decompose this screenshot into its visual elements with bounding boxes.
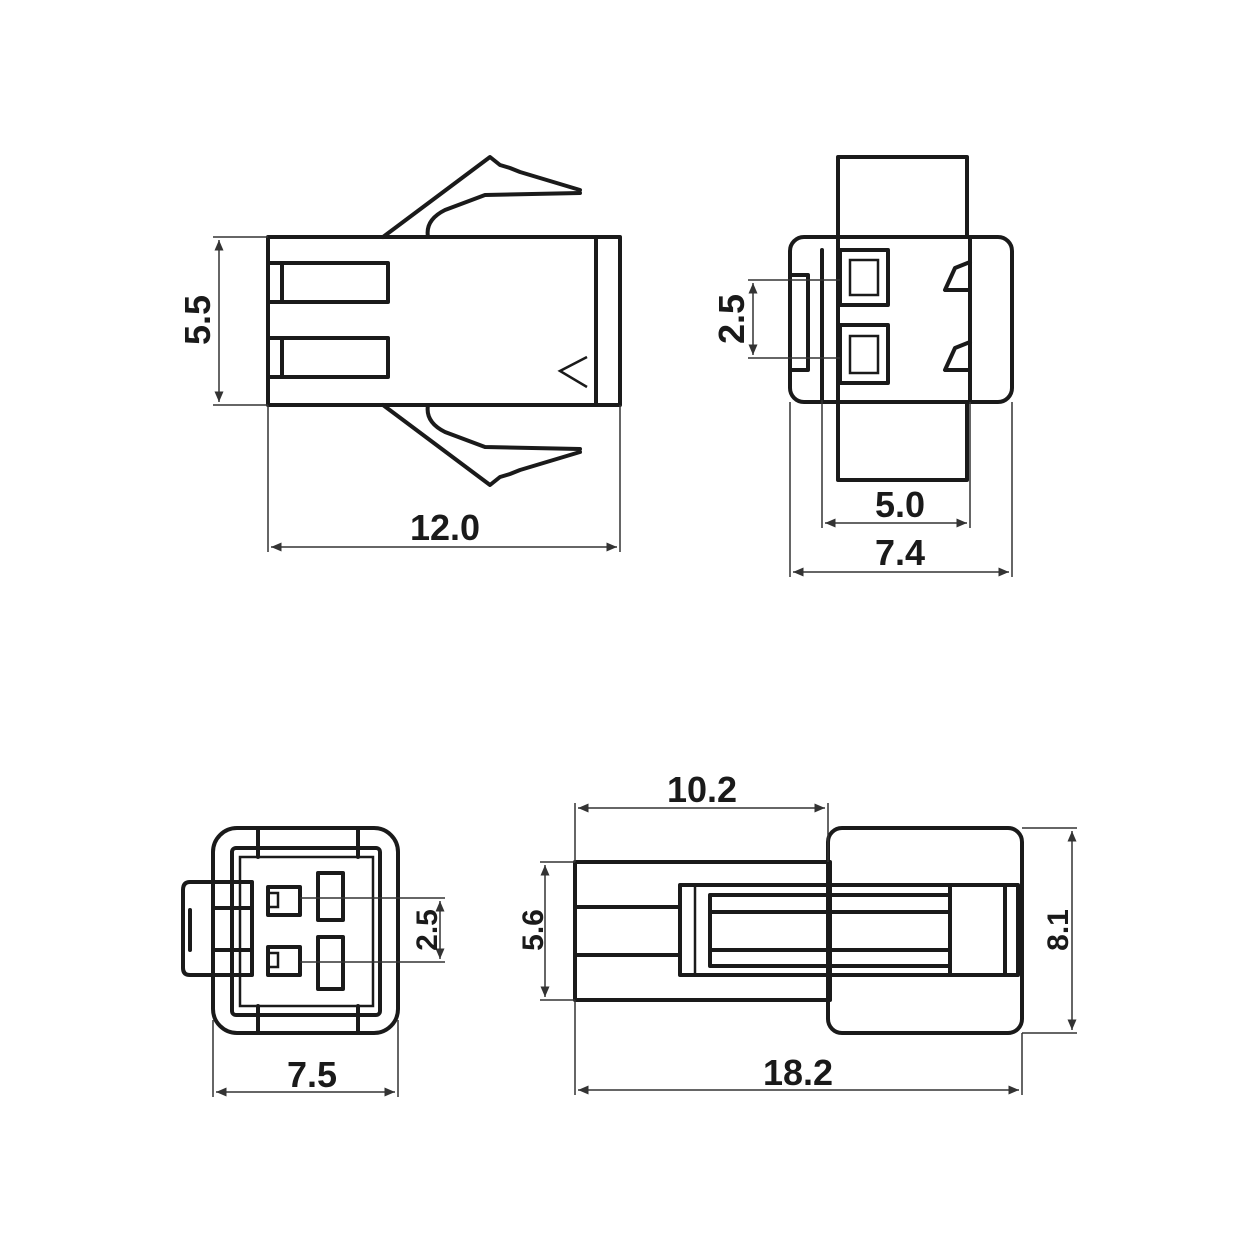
dim-inner-width: 5.0 [875, 484, 925, 525]
dim-body-height: 5.6 [517, 909, 550, 951]
side-view: 5.5 12.0 [177, 155, 622, 552]
dim-rear-pitch: 2.5 [411, 909, 444, 951]
front-view: 2.5 5.0 7.4 [711, 155, 1014, 577]
rear-view: 2.5 7.5 [181, 826, 445, 1097]
lower-latch [381, 403, 582, 487]
dim-pitch: 2.5 [711, 294, 752, 344]
mating-side-view: 10.2 5.6 8.1 18.2 [517, 769, 1077, 1095]
upper-latch [381, 155, 582, 239]
dim-height: 5.5 [177, 295, 218, 345]
dim-width: 7.4 [875, 532, 925, 573]
dim-total-height: 8.1 [1042, 909, 1075, 951]
dim-front-length: 10.2 [667, 769, 737, 810]
dim-total-length: 18.2 [763, 1052, 833, 1093]
dim-rear-width: 7.5 [287, 1054, 337, 1095]
dim-length: 12.0 [410, 507, 480, 548]
